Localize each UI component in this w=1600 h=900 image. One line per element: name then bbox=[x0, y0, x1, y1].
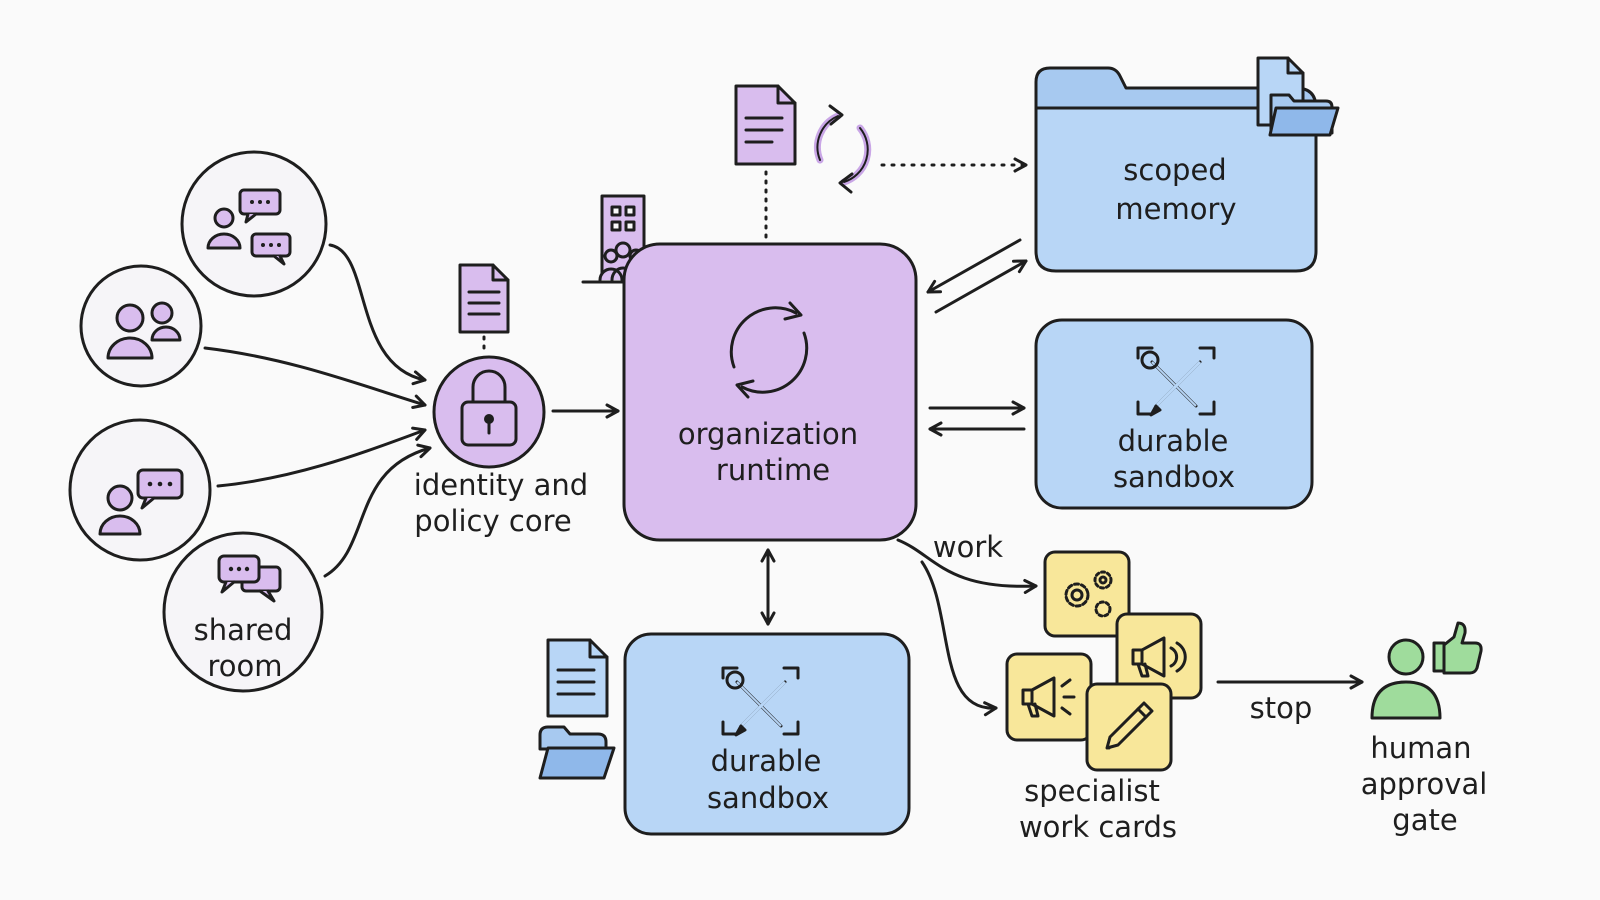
pen-icon bbox=[1105, 701, 1154, 750]
scoped-memory: scoped memory bbox=[1034, 56, 1340, 273]
durable-sandbox-bottom: durable sandbox bbox=[623, 632, 911, 836]
connector-message-to-identity bbox=[216, 426, 427, 488]
megaphone-icon bbox=[1021, 676, 1076, 718]
connector-people-to-identity bbox=[203, 346, 427, 409]
work-edge-label: work bbox=[933, 530, 1003, 564]
shared-room-label-line-2: room bbox=[207, 649, 282, 683]
sync-icon bbox=[729, 301, 809, 399]
memory-label-line-2: memory bbox=[1115, 192, 1236, 226]
memory-label-line-1: scoped bbox=[1123, 153, 1226, 187]
sandbox-right-label-line-1: durable bbox=[1118, 424, 1229, 458]
specialist-work-cards: specialist work cards bbox=[1005, 550, 1203, 844]
tools-icon bbox=[721, 666, 800, 737]
connector-runtime-to-memory bbox=[934, 259, 1028, 314]
approval-label-line-3: gate bbox=[1392, 803, 1457, 837]
megaphone-icon bbox=[1131, 636, 1187, 678]
identity-label-line-1: identity and bbox=[414, 468, 588, 502]
source-shared-room: shared room bbox=[162, 531, 324, 693]
chat-bubbles-icon bbox=[217, 554, 282, 603]
connector-runtime-to-work-top bbox=[896, 538, 1038, 594]
folder-icon bbox=[538, 725, 616, 780]
sandbox-right-node bbox=[1034, 318, 1314, 510]
folder-icon bbox=[1034, 66, 1318, 273]
connector-runtime-to-work-bottom bbox=[920, 560, 998, 717]
person-chat-icon bbox=[206, 188, 292, 266]
identity-label-line-2: policy core bbox=[414, 504, 571, 538]
person-thumbs-up-icon bbox=[1370, 621, 1483, 720]
refresh-arrows-icon bbox=[814, 104, 872, 194]
identity-and-policy-core: identity and policy core bbox=[414, 355, 588, 538]
sandbox-right-label-line-2: sandbox bbox=[1113, 460, 1235, 494]
document-icon bbox=[546, 638, 609, 718]
sandbox-bottom-node bbox=[623, 632, 911, 836]
sandbox-bottom-label-line-1: durable bbox=[711, 744, 822, 778]
source-person-message bbox=[68, 418, 212, 562]
padlock-icon bbox=[460, 369, 518, 447]
tools-icon bbox=[1136, 346, 1216, 417]
connector-chat-to-identity bbox=[328, 243, 427, 386]
organization-runtime: organization runtime bbox=[622, 242, 918, 542]
source-chat-group bbox=[180, 150, 328, 298]
identity-doc-icon bbox=[458, 263, 510, 334]
runtime-label-line-1: organization bbox=[678, 417, 858, 451]
approval-label-line-2: approval bbox=[1361, 767, 1488, 801]
person-message-icon bbox=[98, 468, 184, 536]
runtime-label-line-2: runtime bbox=[716, 453, 830, 487]
stop-edge-label: stop bbox=[1250, 691, 1313, 725]
source-bubble bbox=[180, 150, 328, 298]
sandbox-bottom-label-line-2: sandbox bbox=[707, 781, 829, 815]
work-card-megaphone-left bbox=[1005, 652, 1093, 742]
durable-sandbox-right: durable sandbox bbox=[1034, 318, 1314, 510]
work-card-gears bbox=[1043, 550, 1131, 638]
work-cards-label-line-1: specialist bbox=[1024, 774, 1160, 808]
work-cards-label-line-2: work cards bbox=[1019, 810, 1177, 844]
connector-room-to-identity bbox=[323, 443, 432, 578]
file-folder-icon bbox=[1256, 56, 1340, 137]
source-people bbox=[79, 264, 203, 388]
sandbox-side-icons bbox=[538, 638, 616, 780]
people-icon bbox=[106, 301, 182, 360]
human-approval-gate: human approval gate bbox=[1361, 621, 1488, 837]
connector-memory-to-runtime bbox=[926, 238, 1022, 294]
source-bubble bbox=[162, 531, 324, 693]
runtime-doc-icon bbox=[734, 84, 797, 166]
work-card-pen bbox=[1085, 682, 1173, 772]
gears-icon bbox=[1064, 570, 1113, 618]
approval-label-line-1: human bbox=[1370, 731, 1471, 765]
shared-room-label-line-1: shared bbox=[194, 613, 293, 647]
